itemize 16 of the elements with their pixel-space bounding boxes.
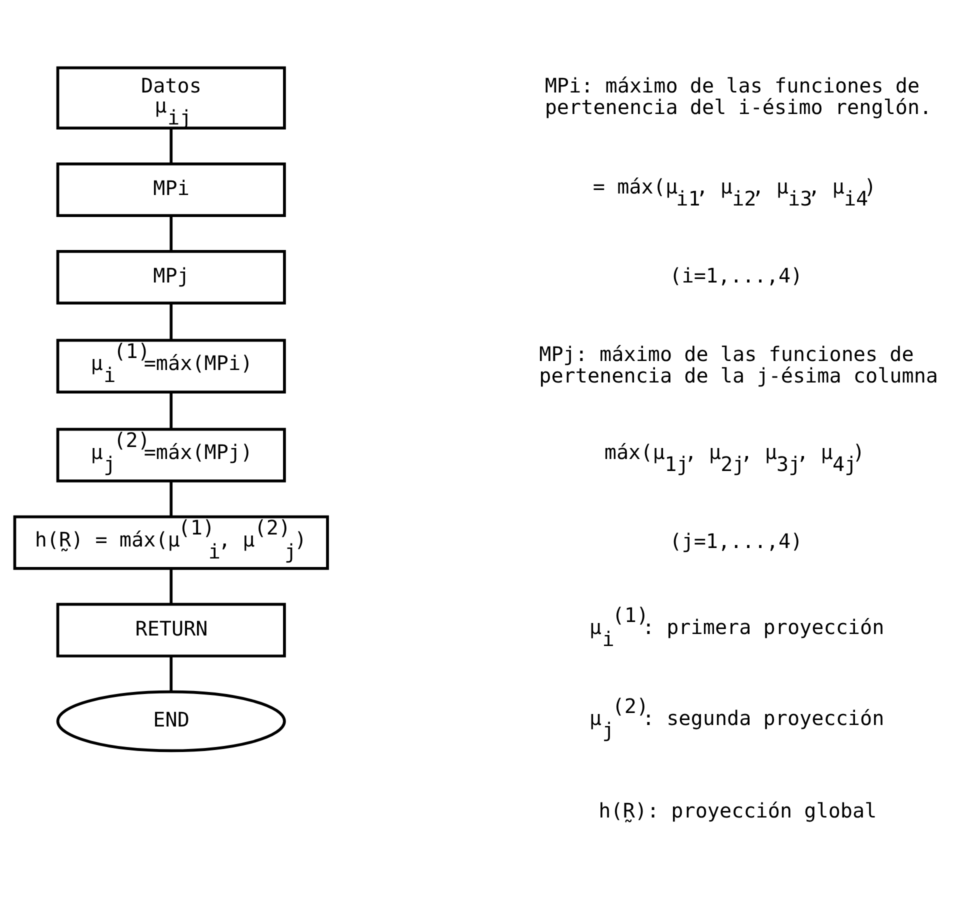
connector <box>169 215 172 251</box>
label: (j=1,...,4) <box>669 528 802 552</box>
label: MPj: máximo de las funciones de pertenencia de la j-ésima columna <box>538 341 938 387</box>
label: (i=1,...,4) <box>669 263 802 288</box>
node-box: MPi <box>56 162 286 216</box>
node-box: RETURN <box>56 602 286 657</box>
connector <box>169 480 172 516</box>
node-ellipse: END <box>56 690 286 752</box>
connector <box>169 302 172 340</box>
connector <box>169 128 172 164</box>
label: MPi: máximo de las funciones de pertenencia del i-ésimo renglón. <box>544 72 932 118</box>
label: h(R̰): proyección global <box>598 798 876 822</box>
connector <box>169 568 172 604</box>
node-box: MPj <box>56 249 286 304</box>
connector <box>169 656 172 692</box>
connector <box>169 392 172 428</box>
